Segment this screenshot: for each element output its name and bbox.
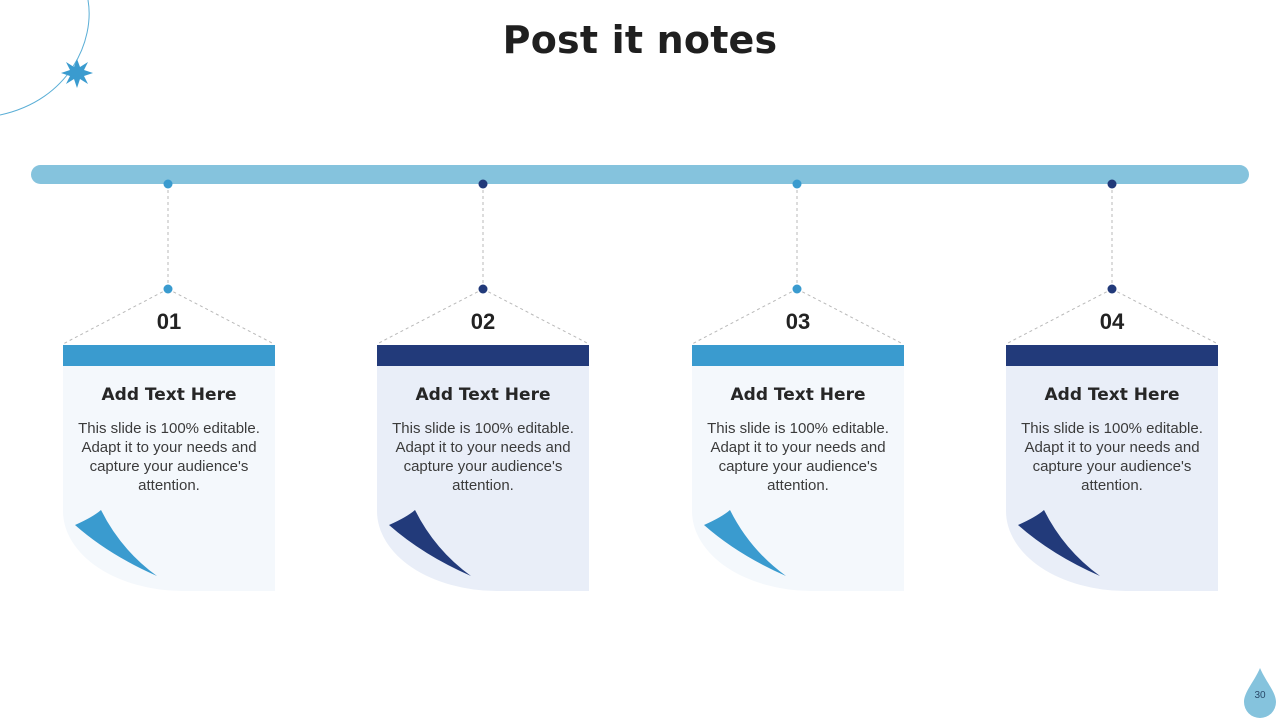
- page-number: 30: [1254, 690, 1266, 701]
- note-heading: Add Text Here: [415, 385, 551, 405]
- connector-dot-bottom-2: [478, 284, 488, 294]
- connector-3: [691, 184, 904, 345]
- connector-dot-bottom-4: [1107, 284, 1117, 294]
- note-heading: Add Text Here: [730, 385, 866, 405]
- note-body: This slide is 100% editable. Adapt it to…: [1021, 420, 1203, 494]
- note-heading: Add Text Here: [101, 385, 237, 405]
- note-number: 02: [470, 309, 496, 334]
- post-it-note-3: 03 Add Text Here This slide is 100% edit…: [692, 309, 904, 591]
- decorative-arc-star: [0, 0, 93, 116]
- connector-dot-top-3: [792, 179, 802, 189]
- connector-4: [1005, 184, 1219, 345]
- note-body: This slide is 100% editable. Adapt it to…: [707, 420, 889, 494]
- note-paper: [63, 366, 275, 591]
- note-number: 04: [1099, 309, 1125, 334]
- connector-dot-top-1: [163, 179, 173, 189]
- note-connectors: [62, 179, 1219, 345]
- page-curl-icon: [75, 510, 157, 576]
- post-it-note-1: 01 Add Text Here This slide is 100% edit…: [63, 309, 275, 591]
- page-number-badge: 30: [1244, 668, 1276, 718]
- connector-dot-bottom-3: [792, 284, 802, 294]
- timeline-bar: [31, 165, 1249, 184]
- post-it-note-4: 04 Add Text Here This slide is 100% edit…: [1006, 309, 1218, 591]
- connector-dot-top-2: [478, 179, 488, 189]
- connector-2: [376, 184, 590, 345]
- note-body: This slide is 100% editable. Adapt it to…: [392, 420, 574, 494]
- note-number: 01: [156, 309, 182, 334]
- post-it-note-2: 02 Add Text Here This slide is 100% edit…: [377, 309, 589, 591]
- page-curl-icon: [1018, 510, 1100, 576]
- page-curl-icon: [389, 510, 471, 576]
- water-drop-icon: [1244, 668, 1276, 718]
- connector-1: [62, 184, 275, 345]
- connector-dot-top-4: [1107, 179, 1117, 189]
- note-paper: [1006, 366, 1218, 591]
- connector-dot-bottom-1: [163, 284, 173, 294]
- note-number: 03: [785, 309, 811, 334]
- note-heading: Add Text Here: [1044, 385, 1180, 405]
- note-color-band: [692, 345, 904, 366]
- note-paper: [377, 366, 589, 591]
- page-title: Post it notes: [502, 18, 778, 62]
- note-color-band: [63, 345, 275, 366]
- note-color-band: [1006, 345, 1218, 366]
- note-color-band: [377, 345, 589, 366]
- note-body: This slide is 100% editable. Adapt it to…: [78, 420, 260, 494]
- page-curl-icon: [704, 510, 786, 576]
- note-paper: [692, 366, 904, 591]
- star-icon: [61, 59, 93, 88]
